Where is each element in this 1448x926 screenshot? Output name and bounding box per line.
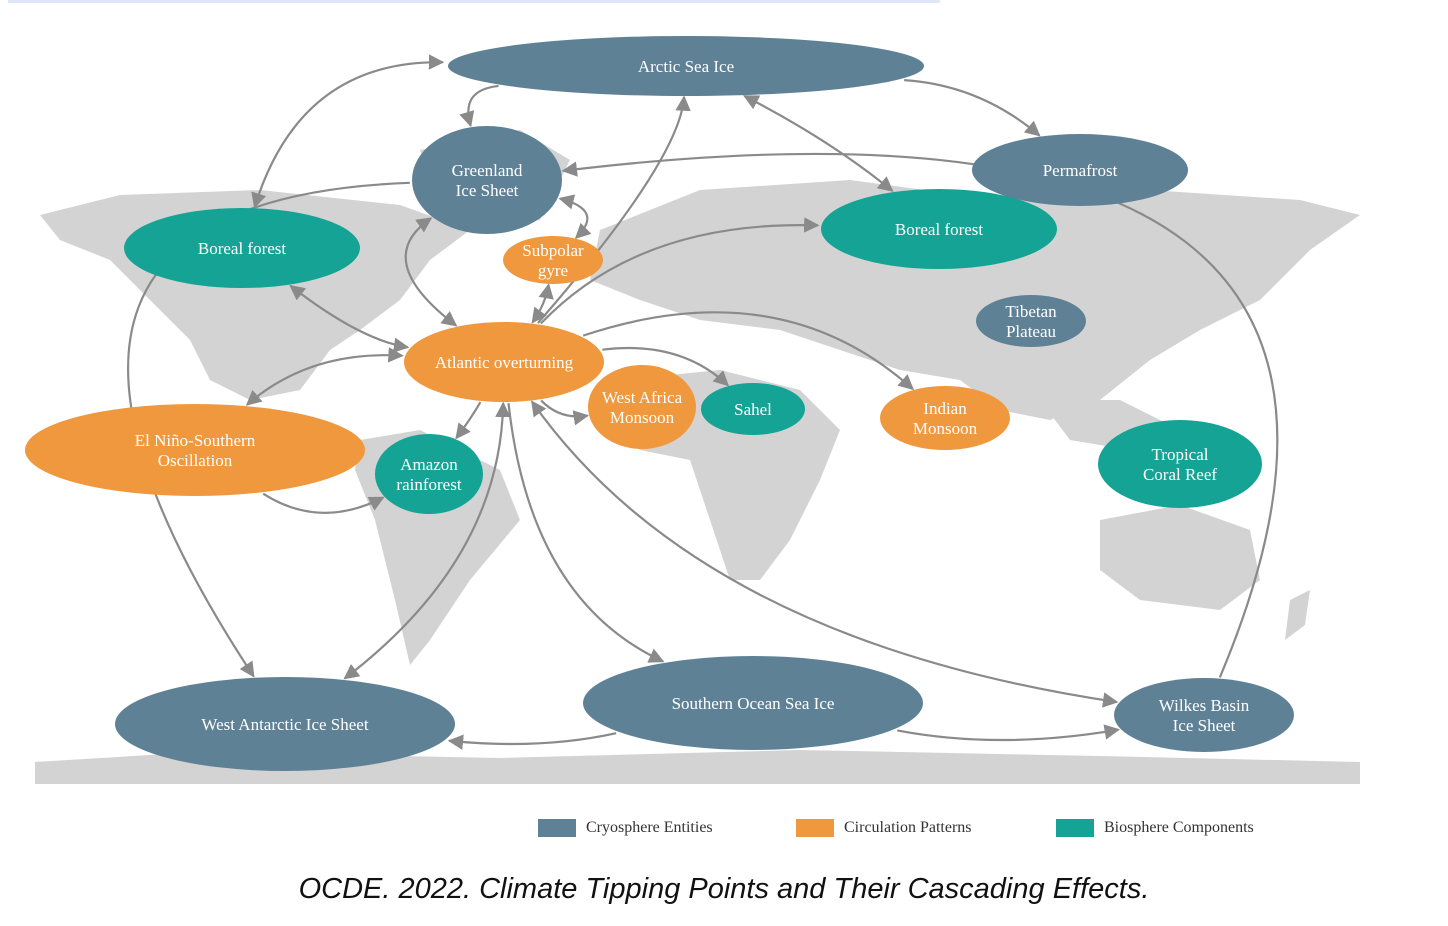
node-label: Boreal forest — [198, 239, 287, 258]
node-label: gyre — [538, 261, 568, 280]
arrow-arctic-to-permafrost — [904, 78, 1041, 137]
eurasia — [590, 180, 1360, 420]
cryosphere-ellipse — [115, 677, 455, 771]
cryosphere-ellipse — [583, 656, 923, 750]
legend-label: Biosphere Components — [1104, 819, 1254, 836]
node-wais: West Antarctic Ice Sheet — [115, 677, 455, 771]
legend-swatch — [796, 819, 834, 837]
node-permafrost: Permafrost — [972, 134, 1188, 206]
arrow-arctic-to-greenland — [459, 84, 499, 128]
arrow-greenland-to-amoc — [404, 217, 458, 327]
node-label: Sahel — [734, 400, 772, 419]
arrow-greenland-to-subpolar — [558, 194, 592, 239]
arrow-arctic-to-boreal_eu — [743, 95, 894, 192]
node-label: Ice Sheet — [456, 181, 519, 200]
arrow-wais-to-amoc — [343, 401, 511, 680]
node-label: Indian — [923, 399, 967, 418]
node-label: Greenland — [452, 161, 523, 180]
australia — [1100, 505, 1260, 610]
edges-layer — [126, 54, 1279, 750]
node-boreal_na: Boreal forest — [124, 208, 360, 288]
new-zealand — [1285, 590, 1310, 640]
legend-swatch — [1056, 819, 1094, 837]
arrow-amoc-to-wilkes — [531, 400, 1119, 708]
arrow-wilkes-to-greenland — [561, 152, 1279, 678]
node-label: Ice Sheet — [1173, 716, 1236, 735]
node-sahel: Sahel — [701, 383, 805, 435]
node-label: Subpolar — [522, 241, 584, 260]
node-label: El Niño-Southern — [135, 431, 256, 450]
circulation-ellipse — [588, 365, 696, 449]
arrow-amoc-to-indian — [582, 311, 914, 391]
circulation-ellipse — [404, 322, 604, 402]
arrow-amoc-to-arctic — [537, 95, 691, 324]
node-label: West Antarctic Ice Sheet — [201, 715, 368, 734]
legend-item-cryosphere: Cryosphere Entities — [538, 819, 713, 837]
arrow-subpolar-to-amoc — [531, 283, 554, 324]
node-label: Wilkes Basin — [1159, 696, 1250, 715]
biosphere-ellipse — [821, 189, 1057, 269]
legend-label: Circulation Patterns — [844, 819, 972, 836]
arrow-amoc-to-sahel — [602, 346, 730, 387]
node-label: rainforest — [396, 475, 461, 494]
circulation-ellipse — [880, 386, 1010, 450]
arrow-amoc-to-amazon — [455, 401, 482, 440]
arrow-soi-to-wilkes — [897, 724, 1120, 742]
biosphere-ellipse — [124, 208, 360, 288]
node-arctic: Arctic Sea Ice — [448, 36, 924, 96]
top-bar — [8, 0, 940, 3]
node-label: Boreal forest — [895, 220, 984, 239]
node-label: Plateau — [1006, 322, 1057, 341]
legend-label: Cryosphere Entities — [586, 819, 713, 836]
node-label: Southern Ocean Sea Ice — [672, 694, 835, 713]
node-label: Coral Reef — [1143, 465, 1217, 484]
node-soi: Southern Ocean Sea Ice — [583, 656, 923, 750]
node-label: Tibetan — [1005, 302, 1057, 321]
biosphere-ellipse — [701, 383, 805, 435]
circulation-ellipse — [503, 236, 603, 284]
circulation-ellipse — [25, 404, 365, 496]
legend-item-circulation: Circulation Patterns — [796, 819, 972, 837]
node-label: Atlantic overturning — [435, 353, 574, 372]
figure-caption: OCDE. 2022. Climate Tipping Points and T… — [298, 873, 1150, 905]
node-label: Tropical — [1152, 445, 1209, 464]
biosphere-ellipse — [1098, 420, 1262, 508]
node-label: Monsoon — [610, 408, 675, 427]
cryosphere-ellipse — [1114, 678, 1294, 752]
arrow-amoc-to-wam — [540, 399, 590, 426]
arrow-enso-to-amazon — [262, 492, 385, 514]
arrow-greenland-to-wais — [126, 181, 410, 678]
biosphere-ellipse — [375, 434, 483, 514]
node-amoc: Atlantic overturning — [404, 322, 604, 402]
node-label: Arctic Sea Ice — [638, 57, 734, 76]
arrow-soi-to-wais — [447, 732, 617, 750]
node-label: Permafrost — [1043, 161, 1118, 180]
arrow-amoc-to-boreal_eu — [540, 217, 820, 325]
cryosphere-ellipse — [976, 295, 1086, 347]
arrow-amoc-to-boreal_na — [289, 284, 410, 353]
node-label: Amazon — [400, 455, 458, 474]
node-label: West Africa — [602, 388, 683, 407]
node-boreal_eu: Boreal forest — [821, 189, 1057, 269]
node-label: Oscillation — [158, 451, 233, 470]
node-label: Monsoon — [913, 419, 978, 438]
cryosphere-ellipse — [448, 36, 924, 96]
cryosphere-ellipse — [972, 134, 1188, 206]
legend-swatch — [538, 819, 576, 837]
legend-item-biosphere: Biosphere Components — [1056, 819, 1254, 837]
arrow-amoc-to-enso — [245, 347, 404, 406]
arrow-arctic-to-boreal_na — [251, 54, 445, 209]
cryosphere-ellipse — [412, 126, 562, 234]
